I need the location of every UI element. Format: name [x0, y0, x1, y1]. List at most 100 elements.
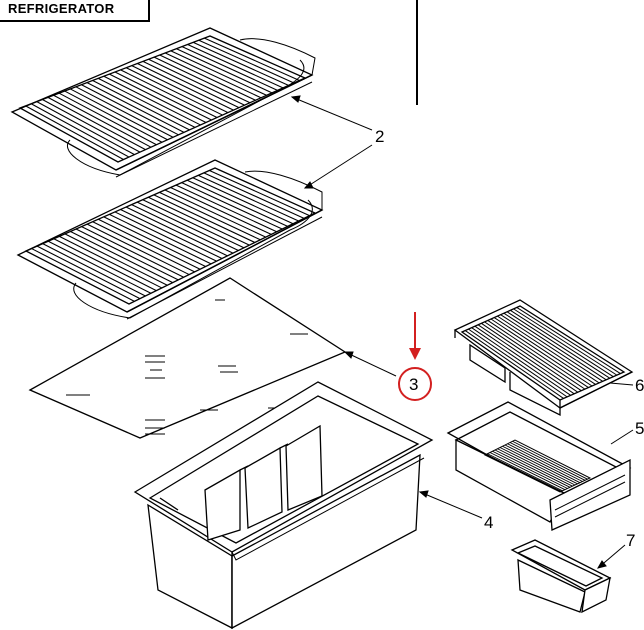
shelf-wire — [512, 440, 588, 480]
shelf-wire — [125, 67, 223, 116]
shelf-wire — [170, 187, 272, 235]
shelf-wire — [120, 209, 223, 259]
shelf-wire — [170, 50, 267, 96]
shelf-wire — [474, 325, 575, 395]
shelf-wire — [109, 213, 212, 265]
shelf-wire — [142, 60, 240, 109]
shelf-wire — [109, 73, 207, 123]
small-drawer — [446, 401, 632, 531]
upper-wire-shelf — [10, 27, 316, 178]
shelf-wire — [142, 199, 245, 249]
shelf-wire — [25, 105, 124, 161]
callout-7: 7 — [626, 531, 636, 550]
shelf-wire — [70, 88, 168, 141]
shelf-wire — [103, 75, 201, 126]
shelf-wire — [114, 71, 212, 121]
shelf-wire — [502, 445, 578, 485]
shelf-wire — [36, 245, 141, 300]
shelf-wire — [131, 65, 229, 114]
callout-4: 4 — [484, 513, 494, 532]
shelf-wire — [47, 96, 146, 151]
shelf-wire — [181, 182, 283, 230]
shelf-wire — [36, 101, 135, 156]
shelf-wire — [131, 204, 234, 254]
shelf-wire — [493, 317, 596, 385]
shelf-wire — [164, 189, 266, 238]
callout-3-highlight-circle — [398, 367, 432, 401]
shelf-wire — [47, 240, 152, 294]
shelf-wire — [159, 191, 261, 241]
shelf-wire — [148, 196, 250, 246]
shelf-wire — [471, 327, 571, 396]
shelf-wire — [153, 56, 251, 104]
callout-6: 6 — [635, 376, 644, 395]
shelf-wire — [86, 82, 185, 133]
shelf-wire — [148, 58, 245, 106]
shelf-wire — [176, 48, 273, 94]
shelf-wire — [198, 39, 295, 84]
shelf-wire — [64, 233, 168, 286]
shelf-wire — [477, 324, 579, 393]
shelf-wire — [120, 69, 218, 119]
shelf-wire — [92, 221, 195, 273]
shelf-wire — [481, 322, 582, 392]
shelf-wire — [153, 194, 256, 243]
shelf-wire — [487, 320, 589, 388]
shelf-wire — [192, 177, 294, 225]
shelf-wire — [30, 103, 130, 158]
shelf-wire — [503, 312, 607, 381]
crisper-bin — [133, 381, 434, 630]
shelf-wire — [53, 94, 152, 148]
shelf-wire — [497, 315, 600, 384]
shelf-wire — [98, 218, 201, 270]
shelf-wire — [53, 238, 157, 292]
shelf-wire — [125, 206, 228, 257]
callout-2: 2 — [375, 127, 385, 146]
shelf-wire — [81, 226, 184, 278]
shelf-wire — [64, 90, 163, 143]
shelf-wire — [468, 328, 568, 398]
shelf-wire — [75, 86, 174, 138]
shelf-wire — [137, 63, 234, 111]
shelf-wire — [103, 216, 206, 268]
shelf-wire — [75, 228, 179, 281]
lower-wire-shelf — [16, 159, 324, 320]
shelf-wire — [489, 452, 566, 491]
header-title: REFRIGERATOR — [8, 1, 115, 16]
shelf-wire — [492, 450, 568, 489]
shelf-wire — [209, 169, 310, 217]
callout-3: 3 — [409, 375, 419, 394]
shelf-wire — [175, 184, 277, 233]
shelf-wire — [114, 211, 217, 262]
shelf-wire — [97, 77, 196, 128]
shelf-wire — [509, 442, 586, 481]
shelf-wire — [181, 46, 278, 91]
shelf-wire — [500, 314, 603, 382]
shelf-wire — [484, 321, 586, 390]
shelf-wire — [497, 448, 573, 487]
shelf-wire — [198, 174, 299, 222]
shelf-wire — [186, 179, 288, 227]
shelf-wire — [165, 52, 262, 99]
shelf-wire — [204, 37, 300, 81]
header-box: REFRIGERATOR — [0, 0, 150, 22]
shelf-wire — [490, 318, 593, 387]
shelf-wire — [516, 307, 621, 374]
shelf-wire — [159, 54, 256, 101]
door-bin — [510, 539, 612, 614]
shelf-wire — [513, 308, 618, 376]
callout-5: 5 — [635, 419, 644, 438]
shelf-wire — [59, 235, 163, 289]
shelf-wire — [81, 84, 179, 136]
red-arrow-icon — [409, 312, 421, 360]
shelf-wire — [510, 309, 614, 378]
shelf-wire — [504, 444, 581, 484]
shelf-wire — [506, 311, 611, 379]
shelf-wire — [86, 223, 190, 276]
shelf-wire — [203, 172, 305, 219]
shelf-wire — [187, 43, 284, 89]
shelf-wire — [70, 230, 174, 284]
leader-lines — [290, 95, 634, 569]
shelf-wire — [494, 449, 571, 488]
